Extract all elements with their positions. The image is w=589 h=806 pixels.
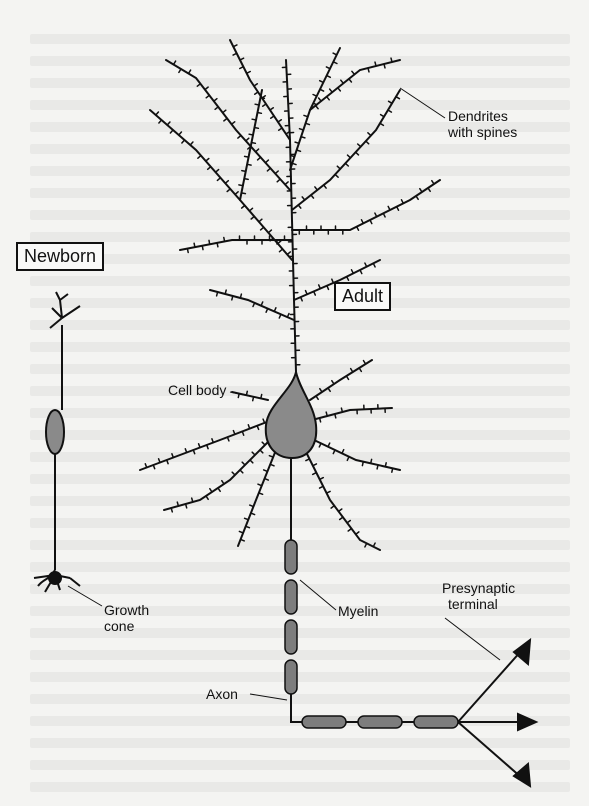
- myelin-segment: [414, 716, 458, 728]
- growth-cone-label-line2: cone: [104, 618, 134, 634]
- axon-label: Axon: [206, 686, 238, 702]
- myelin-segment: [285, 660, 297, 694]
- myelin-segment: [302, 716, 346, 728]
- adult-label: Adult: [334, 282, 391, 311]
- myelin-segment: [285, 620, 297, 654]
- dendritic-spines: [298, 97, 399, 208]
- dendrite-branch: [310, 60, 400, 110]
- dendrites-label-line1: Dendrites: [448, 108, 508, 124]
- dendrite-branch: [292, 180, 440, 230]
- dendrites-label-line2: with spines: [448, 124, 517, 140]
- dendrite-branch: [290, 48, 340, 170]
- myelin-segment: [285, 540, 297, 574]
- presynaptic-terminal: [458, 640, 536, 786]
- presynaptic-label-line2: terminal: [448, 596, 498, 612]
- cell-body-label: Cell body: [168, 382, 226, 398]
- adult-cell-body: [266, 372, 316, 458]
- myelin-segment: [285, 580, 297, 614]
- dendrite-branch: [306, 452, 380, 550]
- newborn-label: Newborn: [16, 242, 104, 271]
- myelin-segment: [358, 716, 402, 728]
- dendritic-spines: [187, 236, 284, 253]
- dendrite-branch: [312, 408, 392, 420]
- newborn-neuron: [34, 292, 80, 592]
- dendrite-branch: [310, 360, 372, 400]
- dendrite-branch: [314, 440, 400, 470]
- dendrite-branch: [164, 440, 270, 510]
- presynaptic-label-line1: Presynaptic: [442, 580, 515, 596]
- dendrite-branch: [286, 60, 296, 372]
- dendrite-branch: [240, 90, 262, 200]
- adult-dendrites: [150, 40, 440, 372]
- dendrite-branch: [166, 60, 290, 190]
- myelin-sheath-segments: [285, 540, 458, 728]
- myelin-label: Myelin: [338, 603, 378, 619]
- dendritic-spines: [320, 405, 386, 422]
- dendritic-spines: [306, 459, 375, 547]
- dendrite-branch: [292, 90, 400, 210]
- dendrite-branch: [230, 40, 290, 140]
- dendrite-branch: [210, 290, 294, 320]
- growth-cone-label-line1: Growth: [104, 602, 149, 618]
